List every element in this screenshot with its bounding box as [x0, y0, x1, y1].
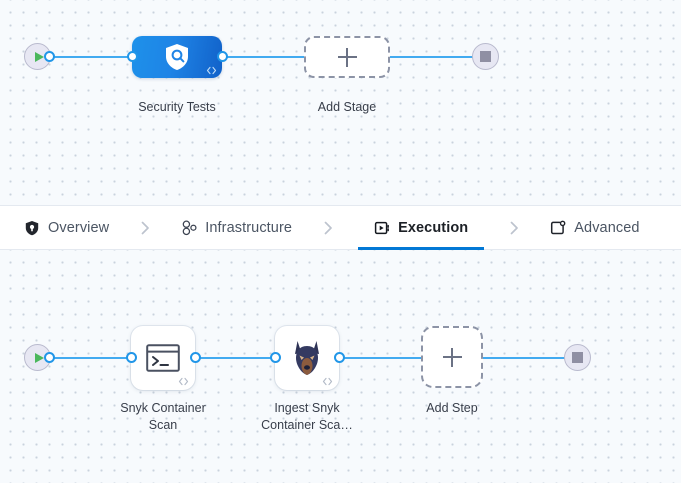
chevron-right-icon	[141, 221, 150, 234]
code-icon	[206, 66, 217, 75]
chevron-right-icon	[324, 221, 332, 234]
tab-execution-label: Execution	[398, 219, 469, 236]
step1-output-port[interactable]	[190, 352, 201, 363]
step-label-snyk-container-scan: Snyk Container Scan	[120, 401, 206, 432]
edge-start-to-step1	[45, 357, 135, 359]
tab-infrastructure-label: Infrastructure	[205, 219, 293, 236]
shield-icon	[25, 220, 39, 235]
execution-start-node[interactable]	[24, 344, 51, 371]
edge-step2-to-add	[342, 357, 422, 359]
edge-stage-to-add	[218, 56, 310, 58]
stage-node-security-tests[interactable]	[132, 36, 222, 78]
tab-overview[interactable]: Overview	[18, 206, 115, 250]
edge-step1-to-step2	[198, 357, 280, 359]
execution-graph-canvas[interactable]: Snyk Container Scan	[0, 250, 681, 483]
execution-end-node[interactable]	[564, 344, 591, 371]
step-node-snyk-container-scan[interactable]	[131, 326, 195, 390]
stage-graph-canvas[interactable]: Security Tests Add Stage	[0, 0, 681, 205]
pipeline-tab-bar[interactable]: Overview Infrastructure Execution	[0, 205, 681, 250]
tab-overview-label: Overview	[48, 219, 110, 236]
plus-icon	[442, 347, 462, 367]
play-icon	[34, 352, 44, 363]
tab-infrastructure[interactable]: Infrastructure	[175, 206, 298, 250]
edge-add-to-end	[387, 56, 479, 58]
tab-execution[interactable]: Execution	[358, 206, 485, 250]
shield-search-icon	[166, 44, 188, 70]
step2-output-port[interactable]	[334, 352, 345, 363]
code-icon	[322, 377, 333, 386]
step2-input-port[interactable]	[270, 352, 281, 363]
step-node-ingest-snyk-container-scan[interactable]	[275, 326, 339, 390]
stop-icon	[480, 51, 491, 62]
start-output-port[interactable]	[44, 352, 55, 363]
start-output-port[interactable]	[44, 51, 55, 62]
terminal-icon	[146, 344, 180, 372]
plus-icon	[337, 47, 357, 67]
stage-label-security-tests: Security Tests	[138, 100, 216, 114]
add-step-label: Add Step	[426, 401, 478, 415]
step1-input-port[interactable]	[126, 352, 137, 363]
snyk-dog-icon	[295, 341, 319, 375]
stop-icon	[572, 352, 583, 363]
edge-start-to-stage	[45, 56, 137, 58]
code-icon	[178, 377, 189, 386]
stage-input-port[interactable]	[127, 51, 138, 62]
add-stage-label: Add Stage	[317, 100, 377, 114]
add-stage-button[interactable]	[304, 36, 390, 78]
play-icon	[34, 51, 44, 62]
add-step-button[interactable]	[421, 326, 483, 388]
nodes-icon	[182, 219, 197, 235]
stage-output-port[interactable]	[217, 51, 228, 62]
edge-add-to-end	[483, 357, 571, 359]
tab-advanced[interactable]: Advanced	[544, 206, 645, 250]
step-label-ingest-snyk-container-scan: Ingest Snyk Container Sca…	[261, 401, 353, 432]
settings-card-icon	[551, 220, 566, 234]
pipeline-end-node[interactable]	[472, 43, 499, 70]
chevron-right-icon	[510, 221, 519, 234]
play-box-icon	[374, 221, 389, 234]
tab-advanced-label: Advanced	[574, 219, 640, 236]
